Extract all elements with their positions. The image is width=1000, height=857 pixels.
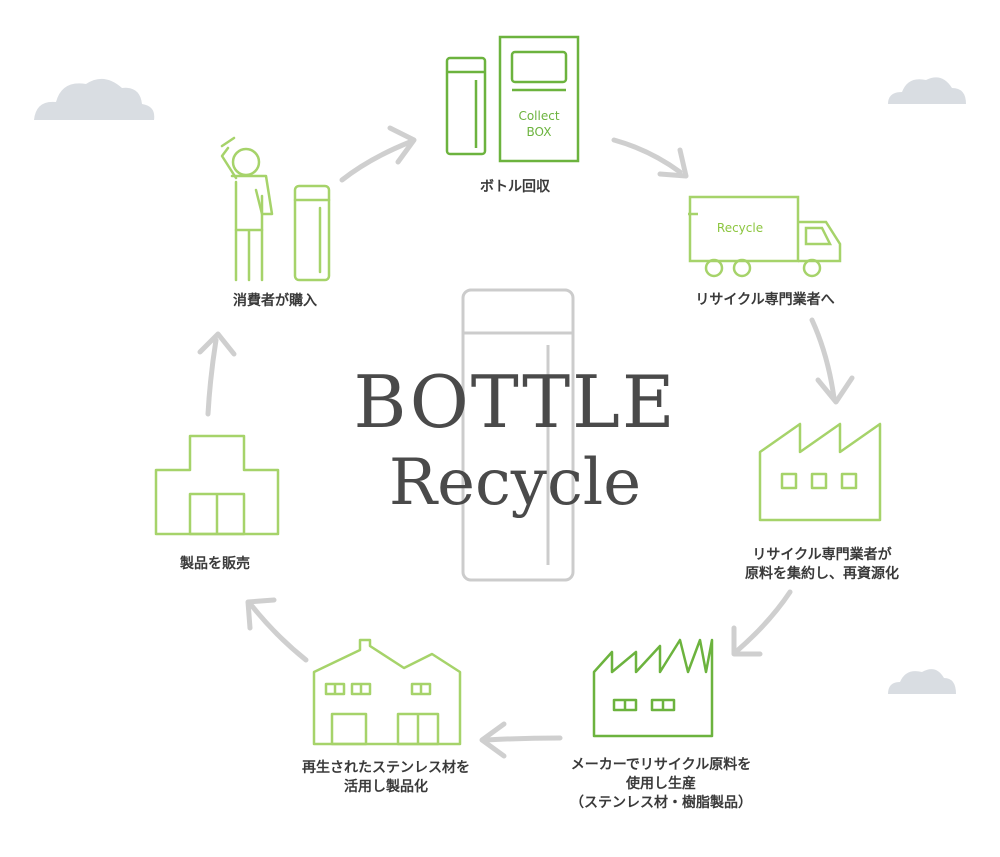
cloud-icon: [888, 669, 956, 694]
step-label-reuse-stainless: 再生されたステンレス材を 活用し製品化: [302, 760, 470, 795]
collect-box-icon: [445, 35, 580, 163]
title-line-1: BOTTLE: [353, 360, 677, 444]
step-label-recycler-processing: リサイクル専門業者が 原料を集約し、再資源化: [745, 547, 899, 582]
bottle-outline-icon: [461, 288, 575, 582]
cloud-icon: [34, 78, 155, 120]
truck-icon: [688, 195, 842, 278]
step-label-bottle-collection: ボトル回収: [480, 179, 550, 195]
title-line-2: Recycle: [388, 446, 642, 520]
shop-icon: [154, 434, 280, 536]
arrow-left-icon: [479, 721, 563, 759]
arrow-up-icon: [197, 331, 237, 417]
collect-box-text-line1: Collect: [518, 109, 559, 123]
factory-icon: [592, 638, 714, 738]
arrow-down-left-icon: [731, 589, 793, 657]
arrow-down-icon: [809, 317, 855, 405]
step-label-maker-production: メーカーでリサイクル原料を 使用し生産 （ステンレス材・樹脂製品）: [570, 757, 752, 811]
collect-box-text-line2: BOX: [527, 125, 552, 139]
arrow-down-right-icon: [611, 137, 689, 179]
arrow-up-left-icon: [245, 597, 309, 663]
cloud-icon: [888, 77, 966, 104]
consumer-drinking-icon: [220, 136, 331, 282]
step-label-consumer-purchase: 消費者が購入: [233, 293, 317, 309]
cycle-arrows: [197, 125, 855, 759]
factory-icon: [758, 422, 882, 522]
step-label-product-sales: 製品を販売: [180, 556, 250, 572]
truck-text: Recycle: [717, 221, 763, 235]
step-label-to-recycler: リサイクル専門業者へ: [695, 292, 835, 308]
workshop-icon: [312, 638, 462, 746]
arrow-right-icon: [339, 125, 417, 183]
